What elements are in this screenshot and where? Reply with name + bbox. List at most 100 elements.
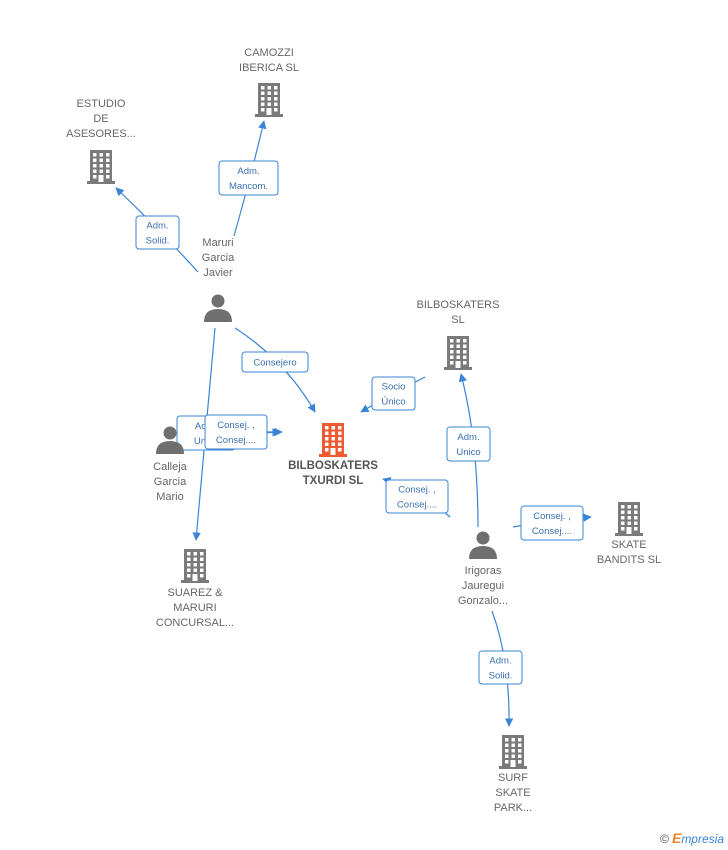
edge-label-irigoras-center[interactable]: Consej. ,Consej....	[385, 479, 449, 514]
building-window	[511, 749, 515, 753]
edge-label-box	[241, 351, 309, 373]
building-window	[274, 86, 278, 90]
building-window	[187, 574, 191, 578]
building-icon	[181, 549, 209, 583]
building-base	[255, 114, 283, 117]
edge-label-irigoras-bilboskaters[interactable]: Adm.Unico	[446, 426, 491, 462]
node-label-line: BANDITS SL	[597, 554, 661, 566]
node-label-line: DE	[93, 113, 108, 125]
node-label-line: Mario	[156, 491, 184, 503]
edge-label-text: Consej. ,	[217, 420, 255, 431]
edge-label-text: Mancom.	[229, 181, 268, 192]
building-window	[267, 86, 271, 90]
building-window	[331, 426, 335, 430]
building-window	[450, 350, 454, 354]
node-surf-skate[interactable]: SURFSKATEPARK...	[494, 735, 532, 814]
building-window	[634, 516, 638, 520]
building-window	[338, 431, 342, 435]
building-icon	[499, 735, 527, 769]
edge-label-irigoras-skate[interactable]: Consej. ,Consej....	[520, 505, 584, 541]
building-window	[274, 97, 278, 101]
node-estudio[interactable]: ESTUDIODEASESORES...	[66, 98, 136, 184]
building-window	[456, 350, 460, 354]
brand-name: mpresia	[681, 832, 724, 846]
edge-label-box	[204, 414, 268, 450]
building-window	[621, 521, 625, 525]
person-icon	[204, 294, 232, 322]
building-base	[615, 533, 643, 536]
building-window	[505, 760, 509, 764]
building-window	[627, 521, 631, 525]
edge-label-maruri-center[interactable]: Consejero	[241, 351, 309, 373]
building-window	[274, 91, 278, 95]
building-base	[319, 454, 347, 457]
building-base	[499, 766, 527, 769]
edge-label-calleja-center-b[interactable]: Consej. ,Consej....	[204, 414, 268, 450]
building-door	[330, 448, 336, 455]
building-window	[99, 158, 103, 162]
building-window	[106, 175, 110, 179]
building-icon	[444, 336, 472, 370]
building-window	[187, 563, 191, 567]
building-window	[621, 510, 625, 514]
building-icon	[255, 83, 283, 117]
building-window	[99, 164, 103, 168]
node-label-line: Javier	[203, 267, 233, 279]
node-bilboskaters-sl[interactable]: BILBOSKATERS SL	[417, 299, 500, 370]
building-window	[338, 426, 342, 430]
node-label-line: Garcia	[202, 252, 235, 264]
edge-label-box	[385, 479, 449, 514]
edge-label-text: Adm.	[489, 656, 511, 667]
building-window	[627, 516, 631, 520]
building-window	[338, 442, 342, 446]
node-label-line: Calleja	[153, 461, 188, 473]
building-window	[106, 169, 110, 173]
edge-label-maruri-estudio[interactable]: Adm.Solid.	[135, 215, 180, 250]
edge-label-irigoras-surf[interactable]: Adm.Solid.	[478, 650, 523, 685]
building-window	[463, 350, 467, 354]
node-label-line: IBERICA SL	[239, 62, 299, 74]
node-label-line: BILBOSKATERS	[417, 299, 500, 311]
building-window	[518, 754, 522, 758]
building-window	[325, 431, 329, 435]
node-irigoras[interactable]: IrigorasJaureguiGonzalo...	[458, 531, 508, 608]
building-window	[450, 339, 454, 343]
building-window	[261, 102, 265, 106]
edge-label-text: Adm.	[237, 166, 259, 177]
building-window	[93, 169, 97, 173]
building-window	[261, 97, 265, 101]
person-body	[156, 441, 184, 454]
building-window	[200, 563, 204, 567]
node-label-line: Jauregui	[462, 580, 504, 592]
node-label-line: SL	[451, 314, 464, 326]
building-door	[626, 527, 632, 534]
building-window	[193, 563, 197, 567]
node-camozzi[interactable]: CAMOZZI IBERICA SL	[239, 47, 299, 117]
building-window	[505, 738, 509, 742]
building-window	[518, 760, 522, 764]
building-window	[200, 552, 204, 556]
node-label-line: CAMOZZI	[244, 47, 294, 59]
building-window	[331, 431, 335, 435]
building-window	[200, 568, 204, 572]
edge-label-text: Consejero	[253, 358, 296, 369]
node-suarez[interactable]: SUAREZ &MARURICONCURSAL...	[156, 549, 234, 629]
building-door	[510, 760, 516, 767]
building-window	[505, 754, 509, 758]
building-window	[511, 743, 515, 747]
building-window	[338, 437, 342, 441]
building-window	[463, 361, 467, 365]
edge-label-text: Socio	[382, 382, 406, 393]
brand-initial: E	[671, 830, 682, 846]
node-label-line: TXURDI SL	[303, 475, 364, 487]
building-window	[106, 158, 110, 162]
edge-label-maruri-camozzi[interactable]: Adm. Mancom.	[218, 160, 279, 196]
node-label-line: Garcia	[154, 476, 187, 488]
building-window	[193, 568, 197, 572]
